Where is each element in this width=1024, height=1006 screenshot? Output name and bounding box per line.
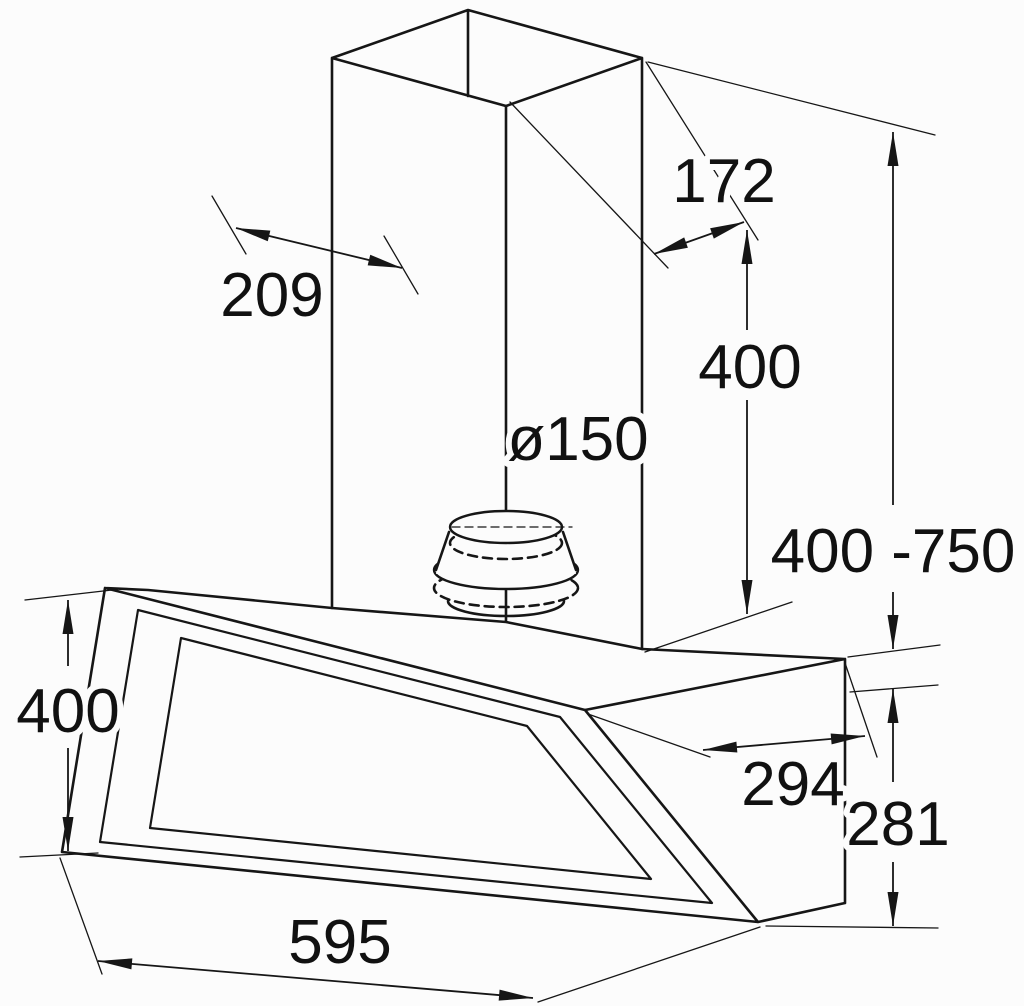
dim-duct-diameter: ø150 [501,399,654,480]
dim-body-height: 281 [765,684,956,929]
dim-label-281: 281 [846,790,949,859]
dim-label-duct-diameter: ø150 [507,405,648,474]
dim-front-panel-height: 400 [10,589,126,858]
dim-body-width: 595 [59,857,761,1003]
dim-body-depth: 294 [587,662,878,825]
dim-chimney-top-width: 209 [211,195,419,336]
dim-172-extension-lines [509,61,759,269]
glass-frame [98,608,714,905]
dim-400-extension-line [644,601,793,653]
dim-chimney-height-range: 400 -750 [647,61,1021,658]
dim-595-arrow [97,958,534,1001]
dim-209-arrow [235,227,403,269]
dim-label-400-750: 400 -750 [771,517,1016,586]
collar-flare-edges [434,530,578,572]
chimney-duct [330,8,644,651]
dimension-annotations: 209 172 400 ø150 400 -750 [10,61,1021,1003]
collar-base-arc [446,599,566,618]
dim-294-arrow [702,733,866,753]
dim-294-extension-lines [587,662,878,758]
dim-281-extension-lines [765,684,939,929]
dim-label-400-chimney: 400 [698,333,801,402]
dim-label-209: 209 [220,261,323,330]
hood-line-art [60,8,847,924]
dim-chimney-lower-section: 400 [644,230,808,653]
dim-label-400-left: 400 [16,677,119,746]
dim-label-172: 172 [672,147,775,216]
hood-body [60,586,847,924]
dim-label-294: 294 [741,750,844,819]
dim-chimney-top-depth: 172 [509,61,782,269]
dim-label-595: 595 [288,908,391,977]
dim-595-extension-lines [59,857,761,1003]
duct-collar [432,509,580,618]
collar-body-fill [436,530,576,574]
dim-172-arrow [653,221,745,255]
dim-400-left-extension-lines [19,589,113,858]
dim-400-750-extension-lines [647,61,941,658]
